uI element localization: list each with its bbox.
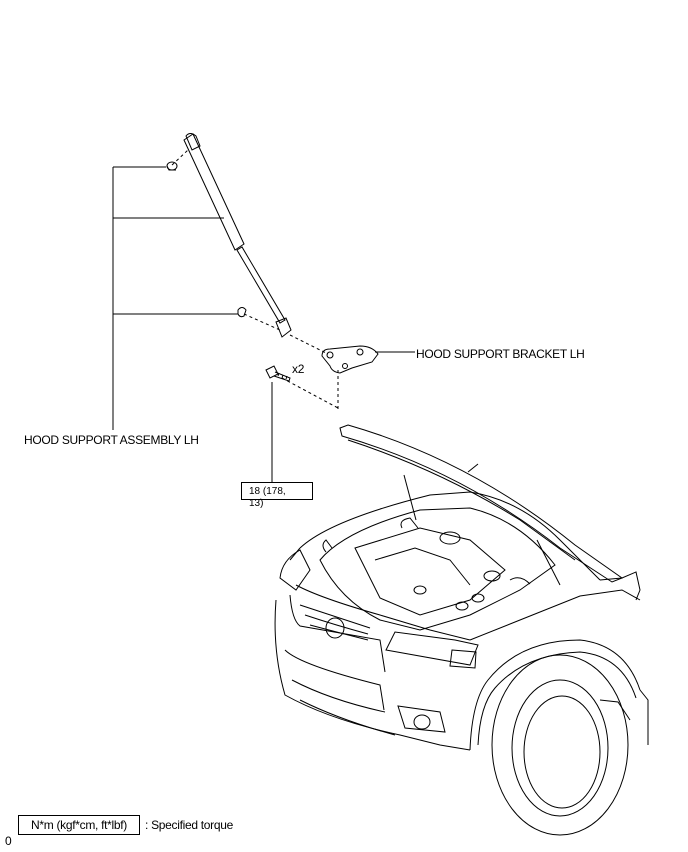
torque-spec-box <box>241 482 313 500</box>
torque-spec-line1: 18 (178, <box>249 486 286 497</box>
figure-code: 0 <box>5 834 12 848</box>
bracket-label: HOOD SUPPORT BRACKET LH <box>416 347 585 361</box>
torque-spec-line2: 13) <box>249 498 264 509</box>
assembly-leader-lines <box>112 166 238 430</box>
legend-description: : Specified torque <box>145 818 233 832</box>
bolt <box>265 365 291 382</box>
assembly-label: HOOD SUPPORT ASSEMBLY LH <box>24 433 199 447</box>
hood-support-bracket <box>321 345 379 374</box>
upper-clip <box>166 161 178 171</box>
hood-support-strut <box>183 133 292 338</box>
bolt-quantity-label: x2 <box>292 362 305 376</box>
vehicle-illustration <box>274 424 649 836</box>
lower-clip <box>237 307 247 318</box>
legend-unit-box: N*m (kgf*cm, ft*lbf) <box>18 815 140 835</box>
dashed-guides <box>171 149 339 410</box>
